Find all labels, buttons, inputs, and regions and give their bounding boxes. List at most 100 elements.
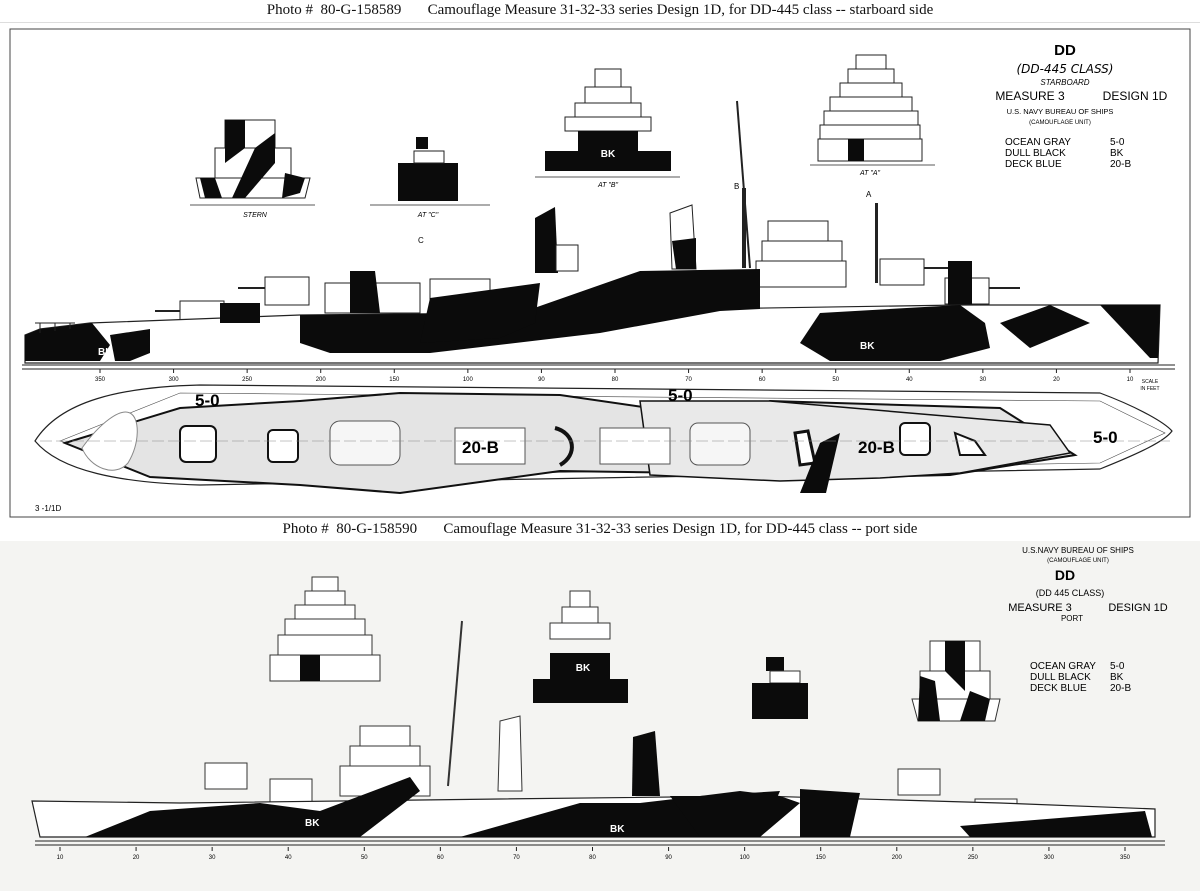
- port-scale-tick-label: 50: [361, 855, 368, 861]
- port-scale-tick-label: 60: [437, 855, 444, 861]
- photo-caption-starboard: Photo # 80-G-158589 Camouflage Measure 3…: [266, 2, 934, 18]
- starboard-profile: BK BK: [24, 100, 1161, 364]
- starboard-scale-tick-label: 300: [169, 377, 180, 383]
- port-title-agency: U.S.NAVY BUREAU OF SHIPS: [1022, 546, 1134, 555]
- title-class: (DD-445 CLASS): [1017, 62, 1114, 76]
- cut-letter-a: A: [866, 190, 872, 199]
- hull-label-fwd-bk: BK: [860, 341, 875, 352]
- port-legend-code-3: 20-B: [1110, 683, 1131, 694]
- starboard-scale-tick-label: 70: [685, 377, 692, 383]
- port-scale-tick-label: 150: [816, 855, 827, 861]
- port-hull-label-aft-bk: BK: [305, 818, 320, 829]
- starboard-scale-tick-label: 350: [95, 377, 106, 383]
- starboard-scale-tick-label: 90: [538, 377, 545, 383]
- port-section-bk: BK: [576, 663, 591, 674]
- section-label-c: AT "C": [417, 212, 439, 219]
- gun-mount-aft: [238, 276, 310, 306]
- plan-label-5-0-aft: 5-0: [195, 391, 220, 410]
- starboard-plan-view: 5-0 5-0 5-0 20-B 20-B: [34, 384, 1173, 495]
- port-scale-tick-label: 250: [968, 855, 979, 861]
- starboard-scale-tick-label: 150: [389, 377, 400, 383]
- port-legend-name-2: DULL BLACK: [1030, 672, 1091, 683]
- cut-letter-b: B: [734, 182, 739, 191]
- plan-label-20-b-mid: 20-B: [462, 438, 499, 457]
- starboard-drawing-sheet: DD (DD-445 CLASS) STARBOARD MEASURE 3 DE…: [0, 22, 1200, 519]
- port-scale-tick-label: 200: [892, 855, 903, 861]
- section-view-stern: STERN: [190, 119, 315, 219]
- gun-mount-fwd: [879, 258, 960, 286]
- scale-bar: 350 300 250 200 150 100 90 80 70 60 50 40 30 20 10 SCA…: [22, 364, 1175, 392]
- title-measure: MEASURE 3: [995, 89, 1065, 103]
- port-scale-tick-label: 100: [740, 855, 751, 861]
- port-section-view-stern: [911, 640, 1001, 722]
- port-title-type: DD: [1055, 567, 1075, 583]
- plan-label-5-0-bow: 5-0: [1093, 428, 1118, 447]
- scale-note-2: IN FEET: [1140, 386, 1159, 392]
- starboard-scale-tick-label: 40: [906, 377, 913, 383]
- port-scale-tick-label: 80: [589, 855, 596, 861]
- port-scale-tick-label: 20: [133, 855, 140, 861]
- cut-letter-c: C: [418, 236, 424, 245]
- legend-name-3: DECK BLUE: [1005, 159, 1062, 170]
- starboard-scale-tick-label: 10: [1127, 377, 1134, 383]
- port-legend-name-1: OCEAN GRAY: [1030, 661, 1096, 672]
- port-title-block: U.S.NAVY BUREAU OF SHIPS (CAMOUFLAGE UNI…: [1008, 546, 1167, 623]
- starboard-scale-tick-label: 20: [1053, 377, 1060, 383]
- starboard-scale-tick-label: 60: [759, 377, 766, 383]
- section-view-a: AT "A": [810, 54, 935, 177]
- scale-note-1: SCALE: [1142, 379, 1159, 385]
- title-side: STARBOARD: [1040, 78, 1089, 87]
- plan-label-5-0-mid: 5-0: [668, 386, 693, 405]
- starboard-drawing: DD (DD-445 CLASS) STARBOARD MEASURE 3 DE…: [9, 28, 1191, 518]
- hull-label-aft-bk: BK: [98, 347, 113, 358]
- port-scale-tick-label: 10: [57, 855, 64, 861]
- section-view-c: AT "C": [370, 137, 490, 219]
- starboard-scale-tick-label: 100: [463, 377, 474, 383]
- starboard-scale-tick-label: 250: [242, 377, 253, 383]
- port-color-legend: OCEAN GRAY 5-0 DULL BLACK BK DECK BLUE 2…: [1030, 661, 1131, 694]
- starboard-scale-tick-label: 50: [832, 377, 839, 383]
- legend-code-2: BK: [1110, 148, 1124, 159]
- section-label-b: AT "B": [597, 182, 619, 189]
- section-view-b: BK AT "B": [535, 68, 680, 189]
- port-scale-tick-label: 90: [665, 855, 672, 861]
- legend-code-1: 5-0: [1110, 137, 1125, 148]
- port-legend-name-3: DECK BLUE: [1030, 683, 1087, 694]
- legend-code-3: 20-B: [1110, 159, 1131, 170]
- photo-caption-port: Photo # 80-G-158590 Camouflage Measure 3…: [282, 521, 918, 537]
- starboard-scale-tick-label: 80: [612, 377, 619, 383]
- port-title-class: (DD 445 CLASS): [1036, 588, 1105, 598]
- legend-name-2: DULL BLACK: [1005, 148, 1066, 159]
- port-scale-tick-label: 350: [1120, 855, 1131, 861]
- port-legend-code-1: 5-0: [1110, 661, 1125, 672]
- plan-label-20-b-fwd: 20-B: [858, 438, 895, 457]
- color-legend: OCEAN GRAY 5-0 DULL BLACK BK DECK BLUE 2…: [1005, 137, 1131, 170]
- port-title-unit: (CAMOUFLAGE UNIT): [1047, 558, 1109, 564]
- port-title-design: DESIGN 1D: [1108, 602, 1167, 614]
- section-label-a: AT "A": [859, 170, 881, 177]
- port-section-view-a: [269, 576, 381, 682]
- starboard-scale-tick-label: 200: [316, 377, 327, 383]
- port-scale-tick-label: 300: [1044, 855, 1055, 861]
- port-profile: BK BK: [31, 620, 1156, 838]
- title-unit: (CAMOUFLAGE UNIT): [1029, 120, 1091, 126]
- sheet-number: 3 -1/1D: [35, 504, 61, 513]
- port-scale-tick-label: 70: [513, 855, 520, 861]
- sheet-border: [9, 28, 1191, 518]
- title-design: DESIGN 1D: [1103, 89, 1168, 103]
- port-title-measure: MEASURE 3: [1008, 602, 1072, 614]
- section-label-stern: STERN: [243, 212, 268, 219]
- starboard-scale-tick-label: 30: [980, 377, 987, 383]
- title-agency: U.S. NAVY BUREAU OF SHIPS: [1007, 107, 1114, 116]
- port-legend-code-2: BK: [1110, 672, 1124, 683]
- port-hull-label-mid-bk: BK: [610, 824, 625, 835]
- port-section-view-b: BK: [533, 590, 628, 703]
- port-section-view-c: [752, 657, 808, 719]
- legend-name-1: OCEAN GRAY: [1005, 137, 1071, 148]
- port-drawing-sheet: U.S.NAVY BUREAU OF SHIPS (CAMOUFLAGE UNI…: [0, 541, 1200, 891]
- port-title-side: PORT: [1061, 614, 1083, 623]
- port-scale-tick-label: 40: [285, 855, 292, 861]
- port-drawing: U.S.NAVY BUREAU OF SHIPS (CAMOUFLAGE UNI…: [31, 546, 1168, 861]
